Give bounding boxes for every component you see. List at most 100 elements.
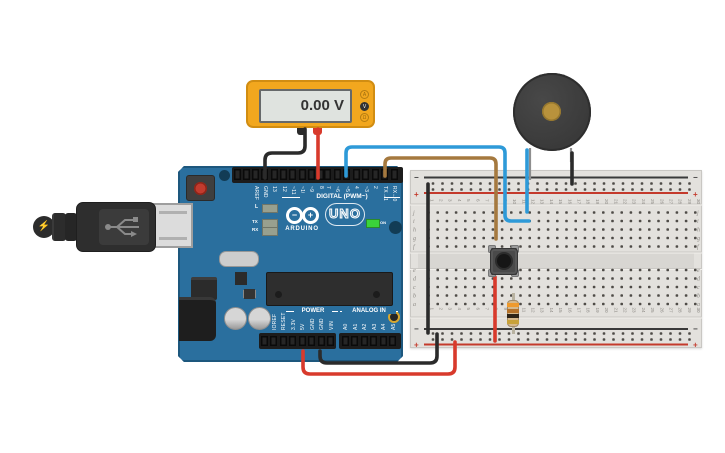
digital-pin-~9[interactable] xyxy=(307,169,315,180)
power-jack xyxy=(179,297,216,341)
svg-text:f: f xyxy=(697,244,700,251)
digital-pin-8[interactable] xyxy=(317,169,325,180)
arduino-logo-icon: + xyxy=(302,207,319,224)
multimeter-mode-A[interactable]: A xyxy=(360,90,369,99)
svg-text:b: b xyxy=(413,294,416,300)
atmega-chip[interactable] xyxy=(266,272,393,306)
svg-text:2: 2 xyxy=(439,308,444,311)
power-pin-5V[interactable] xyxy=(298,336,306,346)
digital-pin-~5[interactable] xyxy=(343,169,350,180)
power-pin-3.3V[interactable] xyxy=(289,336,297,346)
resistor[interactable] xyxy=(505,293,521,334)
digital-pin-0[interactable] xyxy=(233,169,241,180)
svg-text:5: 5 xyxy=(466,308,471,311)
svg-text:−: − xyxy=(693,325,698,334)
usb-port-slot xyxy=(159,211,187,214)
analog-pin-A1[interactable] xyxy=(351,336,358,346)
digital-pin-~6[interactable] xyxy=(333,169,341,180)
digital-pin-2[interactable] xyxy=(371,169,379,180)
chip-dot xyxy=(275,291,282,298)
svg-text:8: 8 xyxy=(494,199,499,202)
crystal-oscillator xyxy=(219,251,259,267)
svg-text:i: i xyxy=(697,219,699,225)
svg-text:21: 21 xyxy=(613,308,618,314)
power-pin-IOREF[interactable] xyxy=(270,336,278,346)
usb-cable-ring xyxy=(52,213,66,241)
svg-text:19: 19 xyxy=(595,199,600,205)
svg-text:−: − xyxy=(693,173,698,182)
piezo-buzzer[interactable] xyxy=(513,73,591,151)
buzzer-center xyxy=(542,102,561,121)
power-pin-VIN[interactable] xyxy=(327,336,335,346)
digital-pin-GND[interactable] xyxy=(261,169,269,180)
breadboard-holes[interactable]: 1122334455667788991010111112121313141415… xyxy=(410,170,702,348)
analog-pin-A5[interactable] xyxy=(389,336,396,346)
svg-text:22: 22 xyxy=(623,199,628,205)
capacitor xyxy=(224,307,247,330)
analog-pin-A4[interactable] xyxy=(379,336,387,346)
svg-text:27: 27 xyxy=(669,308,674,314)
digital-pin-AREF[interactable] xyxy=(252,169,260,180)
digital-pin-7[interactable] xyxy=(324,169,331,180)
power-pin-label-RESET: RESET xyxy=(281,312,288,330)
mounting-hole xyxy=(389,221,402,234)
usb-plug-body[interactable] xyxy=(76,202,156,252)
multimeter-mode-V[interactable]: V xyxy=(360,101,369,111)
svg-text:i: i xyxy=(413,219,415,225)
reset-button-cap[interactable] xyxy=(194,181,207,195)
svg-text:25: 25 xyxy=(650,308,655,314)
multimeter-mode-Ω[interactable]: Ω xyxy=(360,113,369,122)
svg-text:10: 10 xyxy=(512,199,517,205)
svg-text:30: 30 xyxy=(696,308,701,314)
svg-text:12: 12 xyxy=(531,308,536,314)
svg-text:h: h xyxy=(697,228,700,234)
power-cap[interactable]: ⚡ xyxy=(33,216,55,238)
svg-text:19: 19 xyxy=(595,308,600,314)
pushbutton[interactable] xyxy=(490,248,518,275)
digital-pin-RX←0[interactable] xyxy=(390,169,398,180)
svg-text:28: 28 xyxy=(678,308,683,314)
svg-text:a: a xyxy=(413,302,416,308)
reset-button[interactable] xyxy=(186,175,215,201)
digital-pin-13[interactable] xyxy=(270,169,278,180)
svg-text:27: 27 xyxy=(669,199,674,205)
analog-pin-A0[interactable] xyxy=(341,336,349,346)
led-l xyxy=(262,204,278,213)
arduino-logo-icon: − xyxy=(286,207,303,224)
usb-logo-plate xyxy=(99,209,149,245)
svg-text:16: 16 xyxy=(567,308,572,314)
svg-text:30: 30 xyxy=(696,199,701,205)
svg-text:13: 13 xyxy=(540,308,545,314)
pushbutton-cap[interactable] xyxy=(496,254,511,268)
breadboard[interactable]: 1122334455667788991010111112121313141415… xyxy=(410,170,702,348)
power-pin-GND[interactable] xyxy=(308,336,316,346)
svg-text:9: 9 xyxy=(503,199,508,202)
digital-pin-1[interactable] xyxy=(242,169,250,180)
svg-text:20: 20 xyxy=(604,199,609,205)
digital-pin-~10[interactable] xyxy=(298,169,306,180)
digital-pin-4[interactable] xyxy=(352,169,360,180)
svg-text:23: 23 xyxy=(632,199,637,205)
digital-pin-12[interactable] xyxy=(280,169,287,180)
power-pin-RESET[interactable] xyxy=(279,336,287,346)
usb-plug[interactable]: ⚡ xyxy=(30,200,195,252)
power-pin-GND[interactable] xyxy=(317,336,325,346)
svg-text:+: + xyxy=(414,190,419,199)
on-led-label: ON xyxy=(380,220,386,225)
resistor-band xyxy=(507,320,519,324)
svg-text:24: 24 xyxy=(641,199,646,205)
usb-port xyxy=(153,203,193,248)
digital-pin-TX→1[interactable] xyxy=(381,169,388,180)
resistor-body[interactable] xyxy=(507,300,519,327)
power-pin-0[interactable] xyxy=(260,336,268,346)
svg-text:g: g xyxy=(413,236,416,242)
digital-pin-~3[interactable] xyxy=(362,169,369,180)
analog-pin-A2[interactable] xyxy=(360,336,368,346)
analog-pin-A3[interactable] xyxy=(370,336,377,346)
svg-text:−: − xyxy=(414,325,419,334)
small-ic xyxy=(244,289,255,299)
digital-pin-~11[interactable] xyxy=(289,169,297,180)
